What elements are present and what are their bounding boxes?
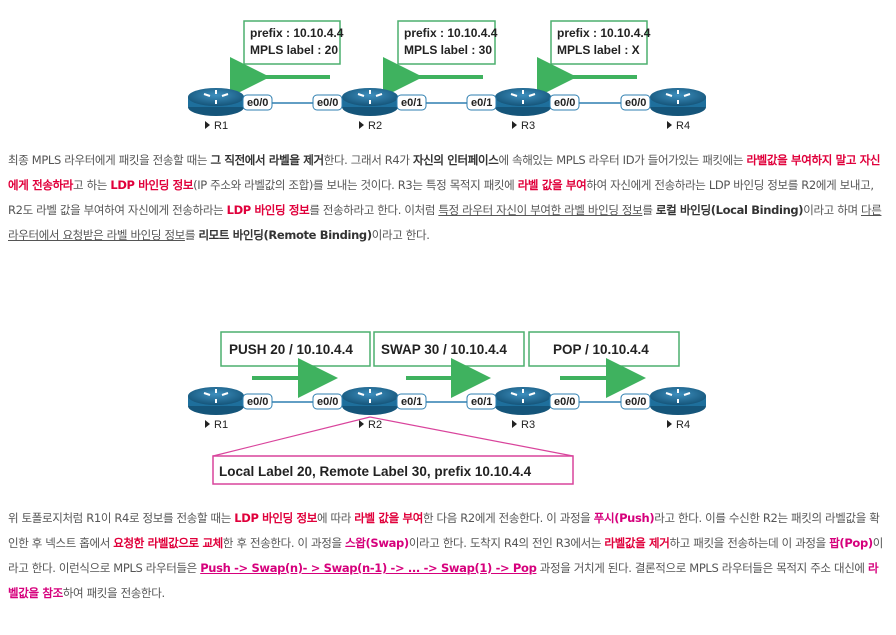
- router-name: R3: [521, 419, 535, 431]
- paragraph-label-operations: 위 토폴로지처럼 R1이 R4로 정보를 전송할 때는 LDP 바인딩 정보에 …: [8, 506, 886, 606]
- router-icon: [650, 387, 706, 415]
- emphasis-text: 라벨 값을 부여: [517, 178, 587, 192]
- emphasis-text: LDP 바인딩 정보: [110, 178, 194, 192]
- underlined-text: 다른 라우터에서 요청받은 라벨 바인딩 정보: [8, 203, 882, 242]
- text: 하여 자신에게 전송하라는 LDP 바인딩 정보를 R2에게 보내고, R2도 …: [8, 178, 874, 217]
- triangle-icon: [205, 420, 210, 428]
- topology-diagram-label-operations: PUSH 20 / 10.10.4.4 SWAP 30 / 10.10.4.4 …: [0, 318, 896, 490]
- text: 한 후 전송한다. 이 과정을: [222, 536, 346, 550]
- text: (IP 주소와 라벨값의 조합)를 보내는 것이다. R3는 특정 목적지 패킷…: [193, 178, 518, 192]
- router-name: R4: [676, 419, 690, 431]
- triangle-icon: [359, 121, 364, 129]
- interface-label: e0/1: [401, 97, 422, 109]
- router-icon: [342, 387, 398, 415]
- text: 에 따라: [316, 511, 355, 525]
- op-box-push: [220, 331, 371, 367]
- text: 를 전송하라고 한다. 이처럼: [309, 203, 439, 217]
- triangle-icon: [667, 121, 672, 129]
- triangle-icon: [359, 420, 364, 428]
- router-icon: [342, 88, 398, 116]
- router-name: R1: [214, 120, 228, 132]
- router-icon: [495, 88, 551, 116]
- label-box-r3: prefix : 10.10.4.4 MPLS label : 30: [397, 20, 498, 65]
- router-name: R1: [214, 419, 228, 431]
- interface-label: e0/0: [554, 97, 575, 109]
- text: 를: [642, 203, 656, 217]
- interface-label: e0/0: [317, 396, 338, 408]
- emphasis-text: 그 직전에서 라벨을 제거: [210, 153, 324, 167]
- router-name: R2: [368, 120, 382, 132]
- router-icon: [188, 88, 244, 116]
- router-name: R3: [521, 120, 535, 132]
- interface-label: e0/1: [401, 396, 422, 408]
- emphasis-text: 요청한 라벨값으로 교체: [113, 536, 223, 550]
- emphasis-text: 스왑(Swap): [345, 536, 409, 550]
- router-icon: [650, 88, 706, 116]
- op-box-pop: [528, 331, 680, 367]
- callout-line: [212, 416, 371, 457]
- callout-text: Local Label 20, Remote Label 30, prefix …: [219, 464, 532, 479]
- router-name: R2: [368, 419, 382, 431]
- text: 이라고 하며: [803, 203, 861, 217]
- emphasis-text: 라벨값을 부여하지 말고 자신에게 전송하라: [8, 153, 881, 192]
- emphasis-text: 라벨값을 제거: [604, 536, 670, 550]
- emphasis-text: 푸시(Push): [593, 511, 655, 525]
- interface-label: e0/1: [471, 97, 492, 109]
- interface-label: e0/0: [247, 97, 268, 109]
- emphasis-text: 팝(Pop): [829, 536, 873, 550]
- text: 하고 패킷을 전송하는데 이 과정을: [669, 536, 830, 550]
- interface-label: e0/1: [471, 396, 492, 408]
- op-swap-text: SWAP 30 / 10.10.4.4: [381, 342, 507, 357]
- router-icon: [188, 387, 244, 415]
- text: 이라고 한다. 이런식으로 MPLS 라우터들은: [8, 536, 883, 575]
- callout-box: [212, 455, 574, 485]
- prefix-text: prefix : 10.10.4.4: [250, 26, 344, 40]
- emphasis-text: LDP 바인딩 정보: [226, 203, 310, 217]
- triangle-icon: [512, 420, 517, 428]
- text: 위 토폴로지처럼 R1이 R4로 정보를 전송할 때는: [8, 511, 235, 525]
- router-name: R4: [676, 120, 690, 132]
- label-box-r4: prefix : 10.10.4.4 MPLS label : X: [550, 20, 651, 65]
- text: 이라고 한다.: [371, 228, 430, 242]
- text: 과정을 거치게 된다. 결론적으로 MPLS 라우터들은 목적지 주소 대신에: [536, 561, 868, 575]
- emphasis-text: 로컬 바인딩(Local Binding): [655, 203, 804, 217]
- text: 한다. 그래서 R4가: [323, 153, 413, 167]
- emphasis-text: 라벨 값을 부여: [354, 511, 423, 525]
- underlined-text: 특정 라우터 자신이 부여한 라벨 바인딩 정보: [438, 203, 643, 217]
- emphasis-text: 리모트 바인딩(Remote Binding): [198, 228, 372, 242]
- text: 이라고 한다. 도착지 R4의 전인 R3에서는: [408, 536, 605, 550]
- op-box-swap: [373, 331, 525, 367]
- prefix-text: prefix : 10.10.4.4: [404, 26, 498, 40]
- emphasis-text: 자신의 인터페이스: [412, 153, 499, 167]
- interface-label: e0/0: [554, 396, 575, 408]
- emphasis-text: 라벨값을 참조: [8, 561, 879, 600]
- text: 를: [184, 228, 199, 242]
- text: 하여 패킷을 전송한다.: [62, 586, 165, 600]
- emphasis-text: LDP 바인딩 정보: [234, 511, 317, 525]
- underlined-emphasis-text: Push -> Swap(n)- > Swap(n-1) -> ... -> S…: [200, 561, 537, 575]
- paragraph-label-binding: 최종 MPLS 라우터에게 패킷을 전송할 때는 그 직전에서 라벨을 제거한다…: [8, 148, 886, 248]
- op-push-text: PUSH 20 / 10.10.4.4: [229, 342, 353, 357]
- mpls-label-text: MPLS label : X: [557, 43, 640, 57]
- triangle-icon: [512, 121, 517, 129]
- topology-diagram-label-binding: prefix : 10.10.4.4 MPLS label : 20 prefi…: [0, 0, 896, 145]
- interface-label: e0/0: [317, 97, 338, 109]
- mpls-label-text: MPLS label : 20: [250, 43, 338, 57]
- text: 라고 한다. 이를 수신한 R2는 패킷의 라벨값을 확인한 후 넥스트 홉에서: [8, 511, 880, 550]
- text: 에 속해있는 MPLS 라우터 ID가 들어가있는 패킷에는: [498, 153, 747, 167]
- op-pop-text: POP / 10.10.4.4: [553, 342, 649, 357]
- triangle-icon: [205, 121, 210, 129]
- text: 한 다음 R2에게 전송한다. 이 과정을: [422, 511, 594, 525]
- text: 고 하는: [73, 178, 111, 192]
- interface-label: e0/0: [625, 396, 646, 408]
- mpls-label-text: MPLS label : 30: [404, 43, 492, 57]
- interface-label: e0/0: [247, 396, 268, 408]
- interface-label: e0/0: [625, 97, 646, 109]
- triangle-icon: [667, 420, 672, 428]
- text: 최종 MPLS 라우터에게 패킷을 전송할 때는: [8, 153, 211, 167]
- callout-line: [369, 416, 574, 457]
- label-box-r2: prefix : 10.10.4.4 MPLS label : 20: [243, 20, 344, 65]
- prefix-text: prefix : 10.10.4.4: [557, 26, 651, 40]
- router-icon: [495, 387, 551, 415]
